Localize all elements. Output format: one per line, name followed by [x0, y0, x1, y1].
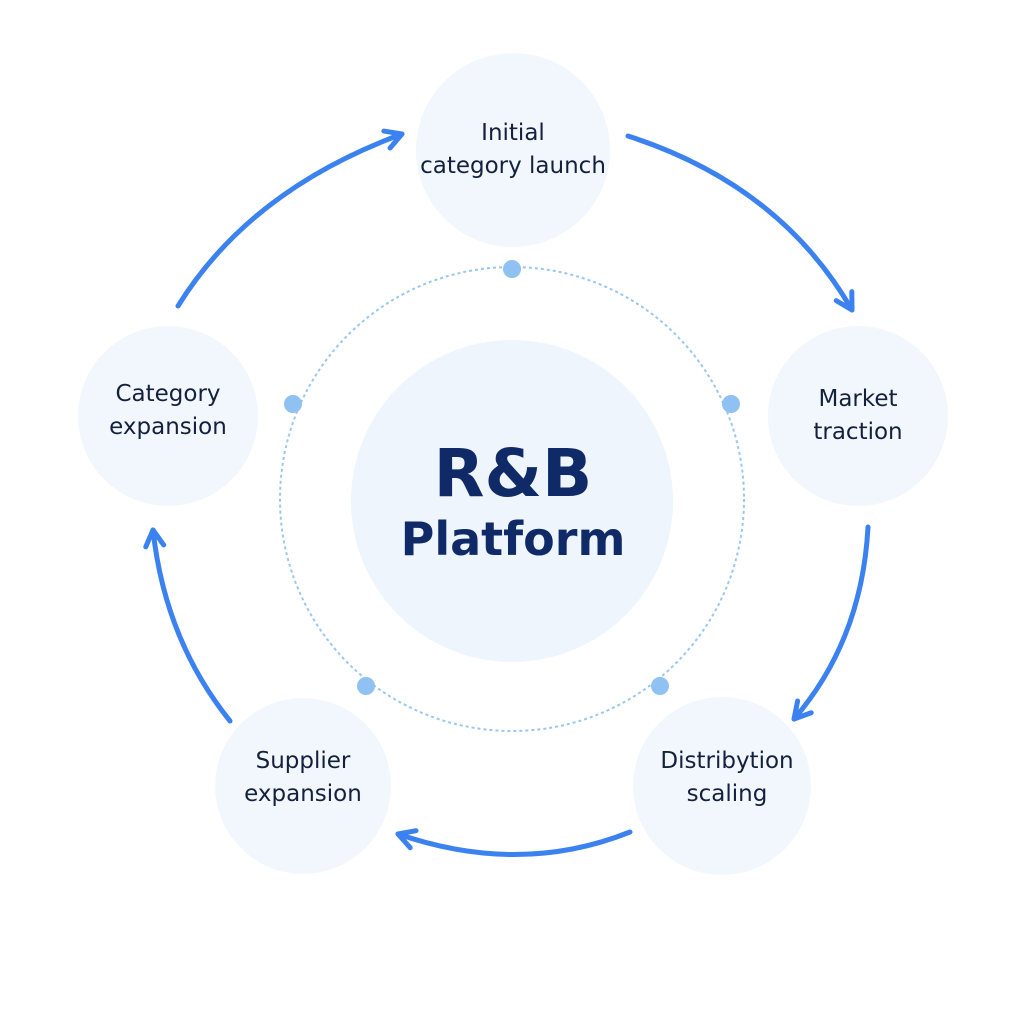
stage-label-initial-launch: Initial category launch — [420, 120, 606, 179]
stage-circle-market-traction — [768, 326, 948, 506]
ring-dot-top — [503, 260, 521, 278]
arrow-supplier-to-category — [143, 527, 233, 724]
ring-dot-bottom-right — [651, 677, 669, 695]
ring-dot-right — [722, 395, 740, 413]
stage-label-distribution-scaling: Distribytion scaling — [660, 748, 794, 807]
ring-dot-left — [284, 395, 302, 413]
arrow-traction-to-distribution — [791, 524, 871, 722]
stage-label-category-expansion: Category expansion — [109, 381, 227, 440]
stage-circle-distribution-scaling — [633, 697, 811, 875]
arrow-distribution-to-supplier — [395, 828, 633, 857]
ring-dot-bottom-left — [357, 677, 375, 695]
stage-circle-supplier-expansion — [215, 698, 391, 874]
stage-circle-category-expansion — [78, 326, 258, 506]
center-disk — [351, 340, 673, 662]
arrow-category-to-launch — [175, 128, 405, 309]
stage-label-market-traction: Market traction — [813, 386, 903, 445]
stage-label-supplier-expansion: Supplier expansion — [244, 748, 362, 807]
arrow-launch-to-traction — [625, 133, 855, 313]
stage-circle-initial-launch — [416, 53, 610, 247]
